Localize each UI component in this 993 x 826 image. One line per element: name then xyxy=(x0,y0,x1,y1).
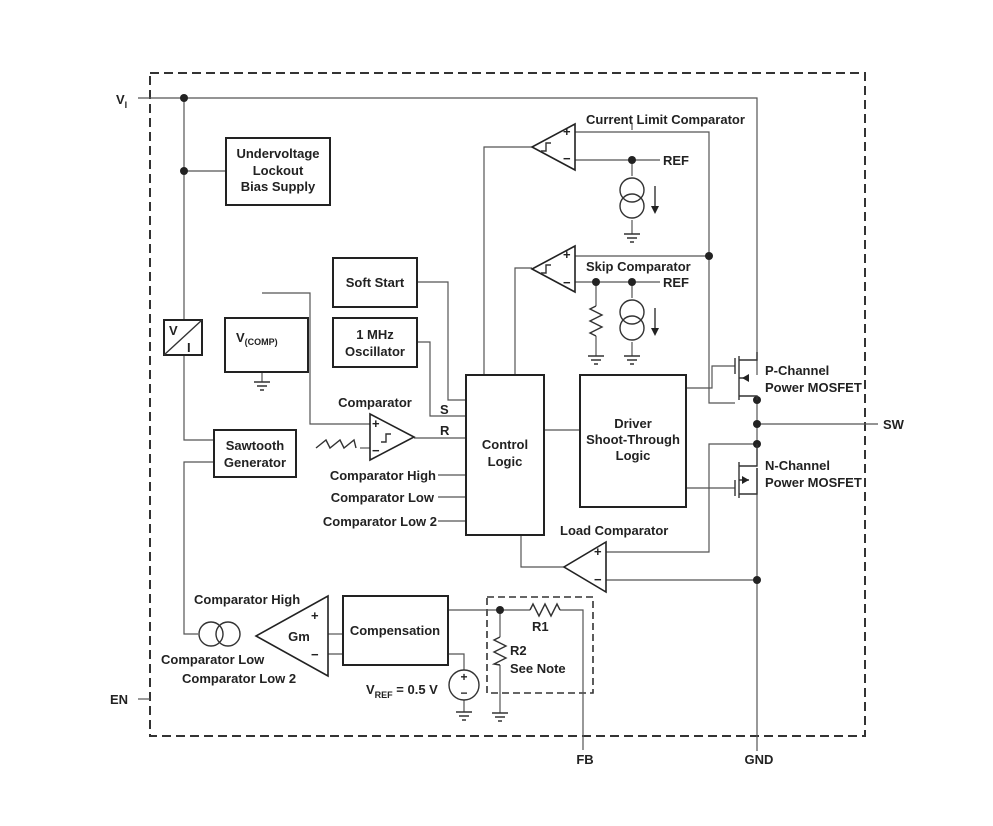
control-logic-block xyxy=(465,374,545,536)
uvlo-block xyxy=(225,137,331,206)
comp-low2-label: Comparator Low 2 xyxy=(323,514,437,529)
pwm-minus: − xyxy=(372,443,380,458)
oscillator-line-1: 1 MHz xyxy=(356,327,394,342)
gm-current-source xyxy=(198,621,241,647)
p-channel-line-1: P-Channel xyxy=(765,363,829,378)
uvlo-line-2: Lockout xyxy=(253,163,304,178)
sawtooth-block xyxy=(213,429,297,478)
ref-label-1: REF xyxy=(663,153,689,168)
skip-resistor xyxy=(588,305,604,337)
cl-minus: − xyxy=(563,151,571,166)
uvlo-line-1: Undervoltage xyxy=(236,146,319,161)
pin-en: EN xyxy=(110,692,128,707)
vref-label: VREF = 0.5 V xyxy=(366,682,438,700)
driver-line-2: Shoot-Through xyxy=(586,432,680,447)
r2-label: R2 xyxy=(510,643,527,658)
driver-block xyxy=(579,374,687,508)
ref-label-2: REF xyxy=(663,275,689,290)
feedback-network-box xyxy=(486,596,594,694)
gm-label: Gm xyxy=(288,629,310,644)
cl-plus: + xyxy=(563,124,571,139)
p-channel-mosfet xyxy=(734,352,758,400)
comparator-label: Comparator xyxy=(338,395,412,410)
see-note-label: See Note xyxy=(510,661,566,676)
gm-amplifier xyxy=(254,594,329,678)
pin-sw: SW xyxy=(883,417,905,432)
r1-resistor xyxy=(529,602,561,618)
p-channel-line-2: Power MOSFET xyxy=(765,380,862,395)
compensation-label: Compensation xyxy=(350,623,440,638)
gm-minus: − xyxy=(311,647,319,662)
n-channel-line-1: N-Channel xyxy=(765,458,830,473)
r2-resistor xyxy=(491,636,508,666)
comp-high-label: Comparator High xyxy=(330,468,436,483)
n-channel-mosfet xyxy=(734,444,758,498)
vi-converter-bottom: I xyxy=(187,340,191,355)
vi-converter-top: V xyxy=(169,323,178,338)
gm-plus: + xyxy=(311,608,319,623)
driver-line-3: Logic xyxy=(616,448,651,463)
uvlo-line-3: Bias Supply xyxy=(241,179,316,194)
current-source-1 xyxy=(619,177,659,219)
current-source-2 xyxy=(619,299,659,341)
control-logic-line-1: Control xyxy=(482,437,528,452)
load-minus: − xyxy=(594,572,602,587)
oscillator-line-2: Oscillator xyxy=(345,344,405,359)
n-channel-line-2: Power MOSFET xyxy=(765,475,862,490)
vcomp-block xyxy=(224,317,309,373)
pwm-plus: + xyxy=(372,416,380,431)
driver-line-1: Driver xyxy=(614,416,652,431)
oscillator-block xyxy=(332,317,418,368)
skip-plus: + xyxy=(563,247,571,262)
skip-label: Skip Comparator xyxy=(586,259,691,274)
vref-minus: − xyxy=(460,686,467,700)
vcomp-label: V(COMP) xyxy=(236,330,278,347)
load-plus: + xyxy=(594,544,602,559)
sawtooth-line-2: Generator xyxy=(224,455,286,470)
current-limit-comparator xyxy=(530,122,576,172)
current-limit-label: Current Limit Comparator xyxy=(586,112,745,127)
sawtooth-line-1: Sawtooth xyxy=(226,438,285,453)
sawtooth-waveform xyxy=(315,438,357,450)
gm-low-label: Comparator Low xyxy=(161,652,265,667)
r1-label: R1 xyxy=(532,619,549,634)
pin-gnd: GND xyxy=(745,752,774,767)
vref-source: + − xyxy=(448,669,480,701)
device-boundary xyxy=(149,72,866,737)
soft-start-label: Soft Start xyxy=(346,275,405,290)
comp-low-label: Comparator Low xyxy=(331,490,435,505)
pin-fb: FB xyxy=(576,752,593,767)
s-input-label: S xyxy=(440,402,449,417)
gm-high-label: Comparator High xyxy=(194,592,300,607)
skip-minus: − xyxy=(563,275,571,290)
skip-comparator xyxy=(530,244,576,294)
gm-low2-label: Comparator Low 2 xyxy=(182,671,296,686)
ground-symbols xyxy=(254,233,640,722)
load-comparator xyxy=(562,540,607,594)
junctions xyxy=(180,94,761,614)
pin-vi: VI xyxy=(116,92,127,110)
vref-plus: + xyxy=(460,670,467,684)
control-logic-line-2: Logic xyxy=(488,454,523,469)
pwm-comparator xyxy=(369,412,416,462)
load-comparator-label: Load Comparator xyxy=(560,523,668,538)
soft-start-block xyxy=(332,257,418,308)
r-input-label: R xyxy=(440,423,450,438)
compensation-block xyxy=(342,595,449,666)
